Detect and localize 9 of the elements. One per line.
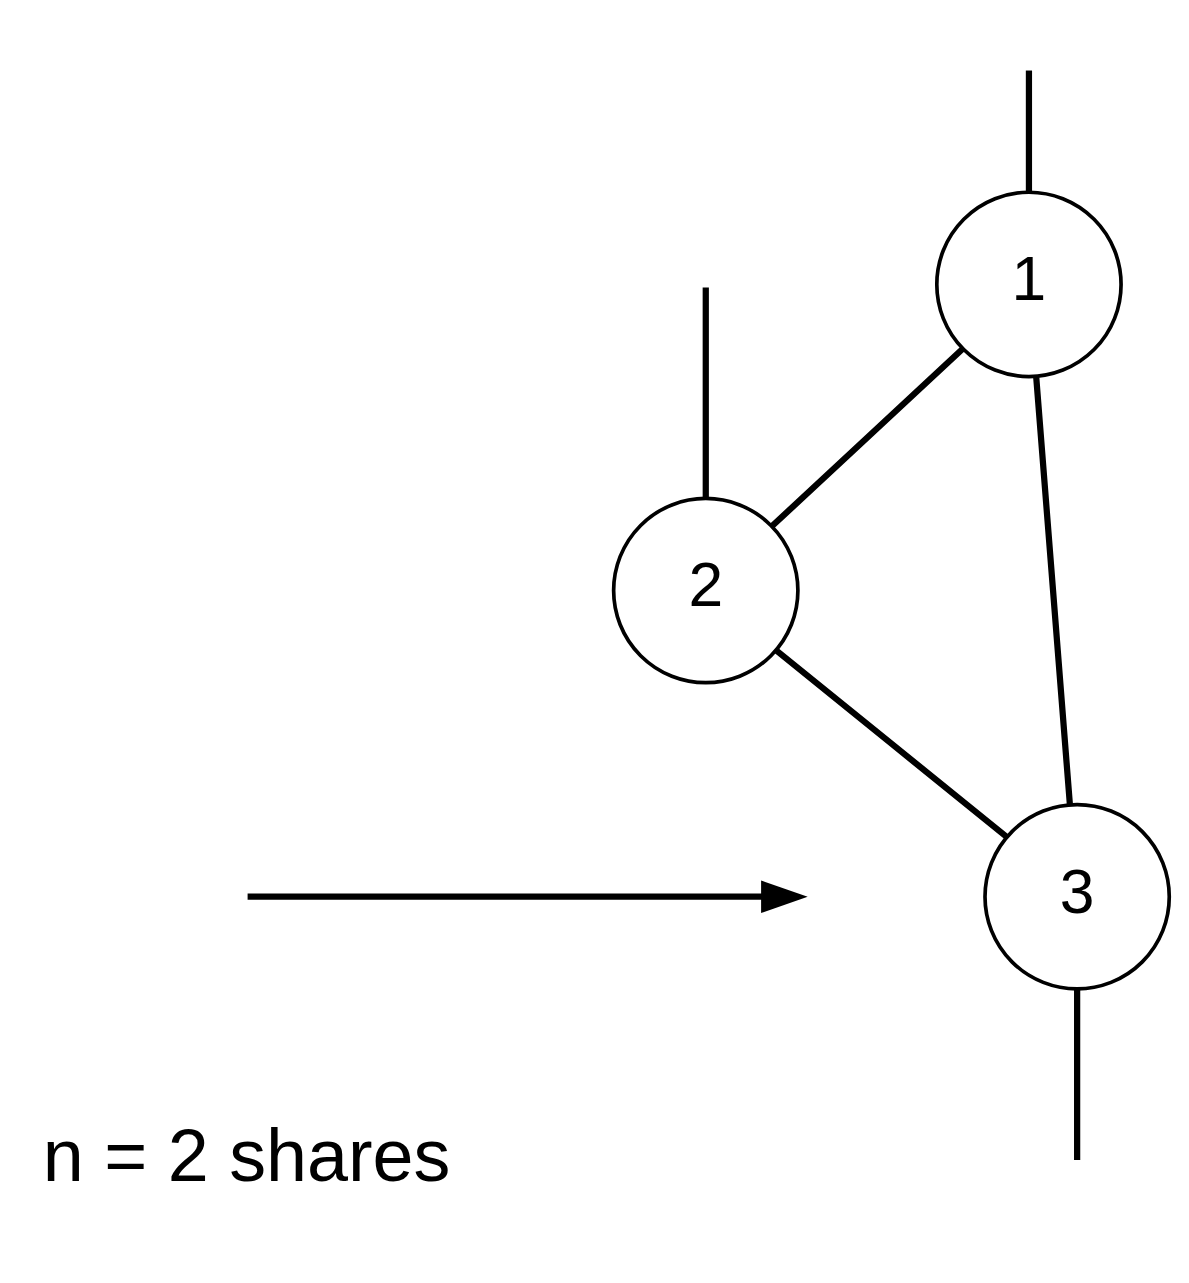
connector	[1033, 376, 1073, 805]
node-circle: 1	[934, 189, 1123, 378]
connector	[774, 647, 1009, 839]
connector	[702, 286, 709, 498]
connector	[1074, 988, 1081, 1160]
label: n = 2 shares	[42, 1113, 451, 1197]
node-circle: 2	[611, 496, 800, 685]
node-circle: 3	[983, 802, 1172, 991]
connector	[769, 346, 965, 529]
